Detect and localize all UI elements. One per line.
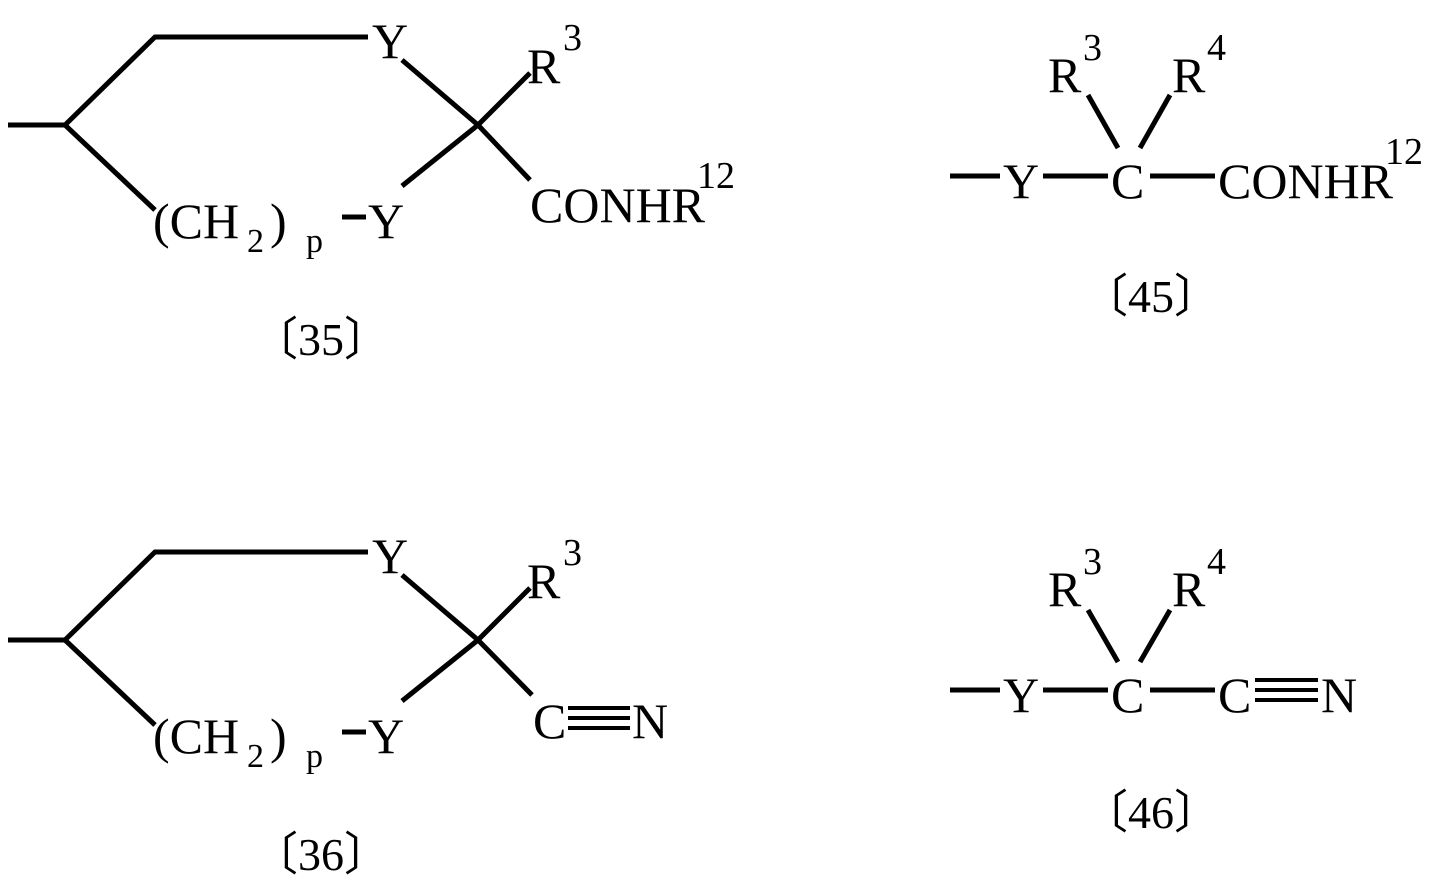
bond — [65, 552, 368, 640]
center-c-label: C — [1111, 667, 1144, 723]
bond — [65, 640, 155, 725]
r3-label: R — [1048, 561, 1082, 617]
nitrile-n-label: N — [1321, 667, 1357, 723]
r4-label: R — [1172, 561, 1206, 617]
y-bottom-label: Y — [368, 708, 404, 764]
chain-index: p — [306, 223, 323, 260]
bond — [402, 60, 478, 125]
r4-superscript: 4 — [1207, 541, 1226, 583]
bond — [478, 588, 530, 640]
r3-superscript: 3 — [1083, 541, 1102, 583]
bond — [65, 37, 368, 125]
y-label: Y — [1003, 153, 1039, 209]
y-bottom-label: Y — [368, 193, 404, 249]
conhr-label: CONHR — [530, 177, 706, 233]
structure-35: Y R 3 (CH 2 ) p Y CONHR 12 〔35〕 — [8, 13, 735, 365]
compound-number: 〔35〕 — [252, 314, 390, 365]
center-c-label: C — [1111, 153, 1144, 209]
r3-label: R — [527, 38, 561, 94]
y-top-label: Y — [372, 528, 408, 584]
nitrile-c-label: C — [533, 693, 566, 749]
nitrile-n-label: N — [632, 693, 668, 749]
r3-superscript: 3 — [1083, 27, 1102, 69]
bond — [478, 125, 530, 180]
structure-36: Y R 3 (CH 2 ) p Y C N 〔36〕 — [8, 528, 668, 880]
bond — [1088, 610, 1118, 662]
bond — [65, 125, 155, 210]
chain-close-label: ) — [270, 193, 287, 249]
chain-index: p — [306, 738, 323, 775]
compound-number: 〔36〕 — [252, 829, 390, 880]
chain-subscript: 2 — [247, 223, 264, 260]
conhr-superscript: 12 — [697, 155, 735, 197]
nitrile-c-label: C — [1218, 667, 1251, 723]
bond — [402, 640, 478, 701]
bond — [478, 640, 532, 695]
triple-bond — [1255, 680, 1318, 700]
r3-superscript: 3 — [563, 532, 582, 574]
bond — [1088, 95, 1118, 148]
bond — [402, 575, 478, 640]
bond — [1140, 610, 1170, 662]
bond — [402, 125, 478, 186]
bond — [1140, 95, 1170, 148]
r3-superscript: 3 — [563, 17, 582, 59]
conhr-superscript: 12 — [1385, 131, 1423, 173]
chain-open-label: (CH — [153, 708, 239, 764]
r3-label: R — [1048, 47, 1082, 103]
structure-46: Y C C N R 3 R 4 〔46〕 — [950, 541, 1357, 838]
chain-subscript: 2 — [247, 738, 264, 775]
compound-number: 〔46〕 — [1082, 787, 1220, 838]
triple-bond — [568, 708, 630, 728]
structure-45: Y C CONHR 12 R 3 R 4 〔45〕 — [950, 27, 1423, 322]
y-label: Y — [1003, 667, 1039, 723]
r4-label: R — [1172, 47, 1206, 103]
r3-label: R — [527, 553, 561, 609]
chain-close-label: ) — [270, 708, 287, 764]
r4-superscript: 4 — [1207, 27, 1226, 69]
chain-open-label: (CH — [153, 193, 239, 249]
bond — [478, 73, 530, 125]
compound-number: 〔45〕 — [1082, 271, 1220, 322]
conhr-label: CONHR — [1218, 153, 1394, 209]
y-top-label: Y — [372, 13, 408, 69]
